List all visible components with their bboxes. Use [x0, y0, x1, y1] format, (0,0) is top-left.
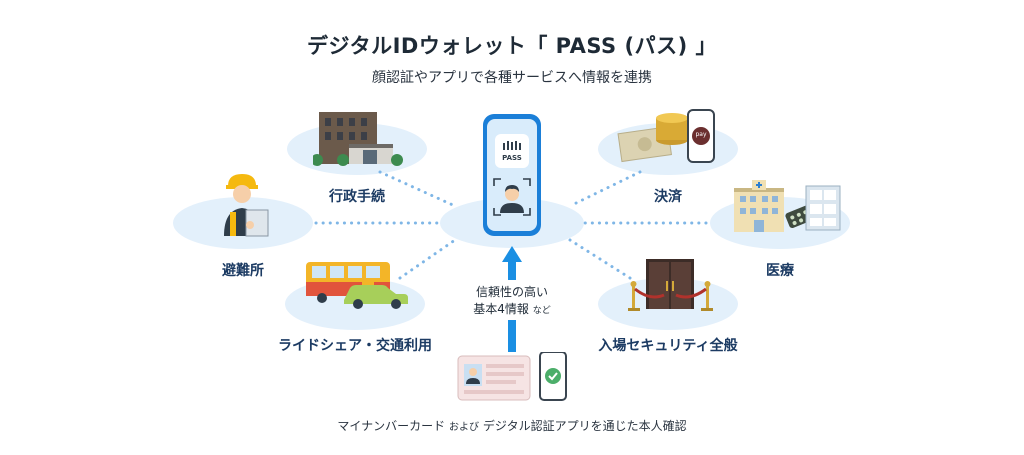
smartphone: PASS: [483, 114, 541, 236]
label-medical: 医療: [766, 263, 794, 279]
page-subtitle: 顔認証やアプリで各種サービスへ情報を連携: [372, 70, 652, 86]
label-rideshare: ライドシェア・交通利用: [278, 338, 432, 354]
label-payment: 決済: [654, 189, 682, 205]
mynumber-card-icon: [457, 352, 567, 401]
pay-icon-text: pay: [695, 131, 707, 138]
face-scan-icon: [493, 178, 531, 216]
connector-payment: [568, 170, 642, 208]
government-building-icon: [313, 112, 403, 166]
label-administration: 行政手続: [329, 189, 385, 205]
connector-rideshare: [398, 238, 457, 280]
label-shelter: 避難所: [222, 263, 264, 279]
pass-logo-icon: [503, 141, 521, 150]
page-title: デジタルIDウォレット「 PASS (パス) 」: [307, 34, 717, 58]
connector-administration: [378, 170, 457, 208]
pass-logo-text: PASS: [502, 154, 522, 162]
pass-app-icon: PASS: [495, 134, 529, 168]
entry-gate-icon: [628, 259, 713, 311]
center-line1: 信頼性の高い: [475, 285, 548, 299]
money-payment-icon: [617, 109, 715, 163]
footer-caption: マイナンバーカード および デジタル認証アプリを通じた本人確認: [337, 419, 687, 433]
shelter-worker-icon: [224, 174, 269, 237]
connector-entry-security: [568, 238, 632, 280]
up-arrow-icon: [502, 246, 522, 352]
hospital-medicine-icon: [734, 180, 841, 232]
center-line2: 基本4情報 など: [473, 302, 551, 316]
label-entry-security: 入場セキュリティ全般: [598, 338, 738, 354]
bus-taxi-icon: [306, 262, 408, 309]
center-info-text: 信頼性の高い 基本4情報 など: [452, 284, 572, 320]
